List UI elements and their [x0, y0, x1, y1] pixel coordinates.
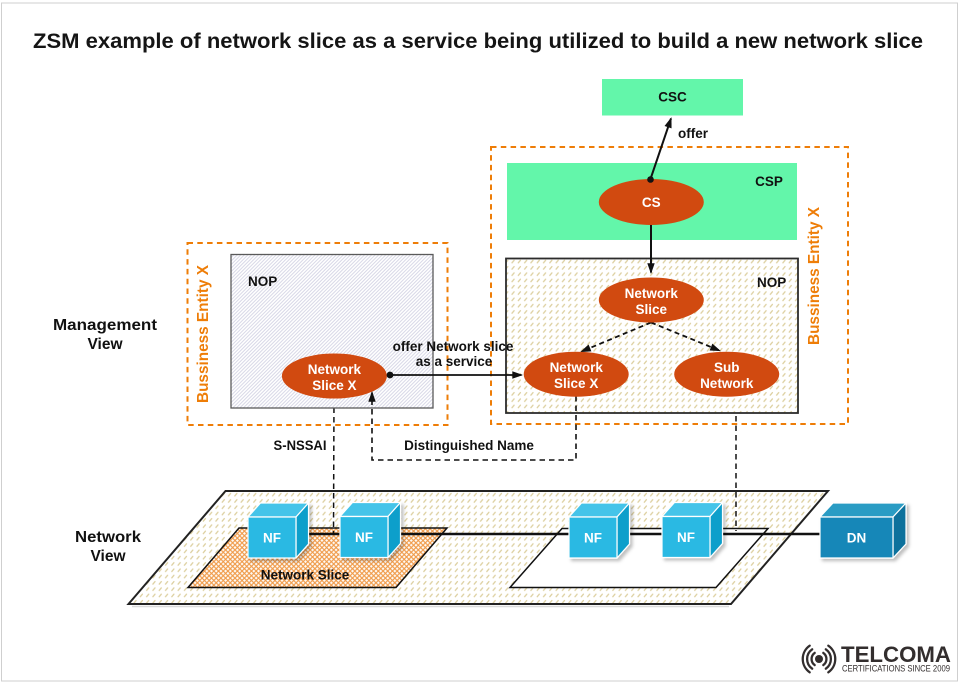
svg-text:TELCOMA: TELCOMA: [841, 642, 951, 667]
svg-text:offer: offer: [678, 126, 709, 141]
svg-text:View: View: [90, 548, 126, 565]
svg-text:NF: NF: [677, 530, 695, 545]
svg-text:NF: NF: [263, 531, 281, 546]
svg-text:DN: DN: [847, 531, 867, 546]
svg-text:Bussiness Entity X: Bussiness Entity X: [195, 264, 212, 403]
svg-text:Management: Management: [53, 317, 157, 334]
svg-text:NF: NF: [355, 530, 373, 545]
svg-text:Network: Network: [308, 362, 362, 377]
svg-text:S-NSSAI: S-NSSAI: [274, 438, 327, 453]
svg-text:View: View: [87, 336, 123, 353]
svg-text:Slice X: Slice X: [312, 378, 356, 393]
svg-text:Network: Network: [700, 376, 754, 391]
svg-text:Network: Network: [550, 360, 604, 375]
svg-text:Network: Network: [75, 529, 141, 546]
svg-text:ZSM example of network slice a: ZSM example of network slice as a servic…: [33, 29, 923, 53]
svg-text:Slice X: Slice X: [554, 376, 598, 391]
svg-text:NOP: NOP: [248, 274, 277, 289]
svg-text:Slice: Slice: [636, 302, 668, 317]
svg-text:Network: Network: [625, 286, 679, 301]
svg-text:Bussiness Entity X: Bussiness Entity X: [806, 206, 823, 345]
svg-text:offer Network slice: offer Network slice: [393, 339, 514, 354]
svg-text:CSC: CSC: [658, 90, 687, 105]
svg-text:Sub: Sub: [714, 360, 740, 375]
svg-text:CS: CS: [642, 195, 661, 210]
svg-text:CERTIFICATIONS SINCE 2009: CERTIFICATIONS SINCE 2009: [842, 664, 950, 674]
svg-text:Distinguished Name: Distinguished Name: [404, 438, 534, 453]
svg-text:NF: NF: [584, 531, 602, 546]
svg-text:Network Slice: Network Slice: [261, 568, 350, 583]
svg-text:NOP: NOP: [757, 275, 786, 290]
svg-text:as a service: as a service: [416, 354, 493, 369]
svg-text:CSP: CSP: [755, 174, 783, 189]
